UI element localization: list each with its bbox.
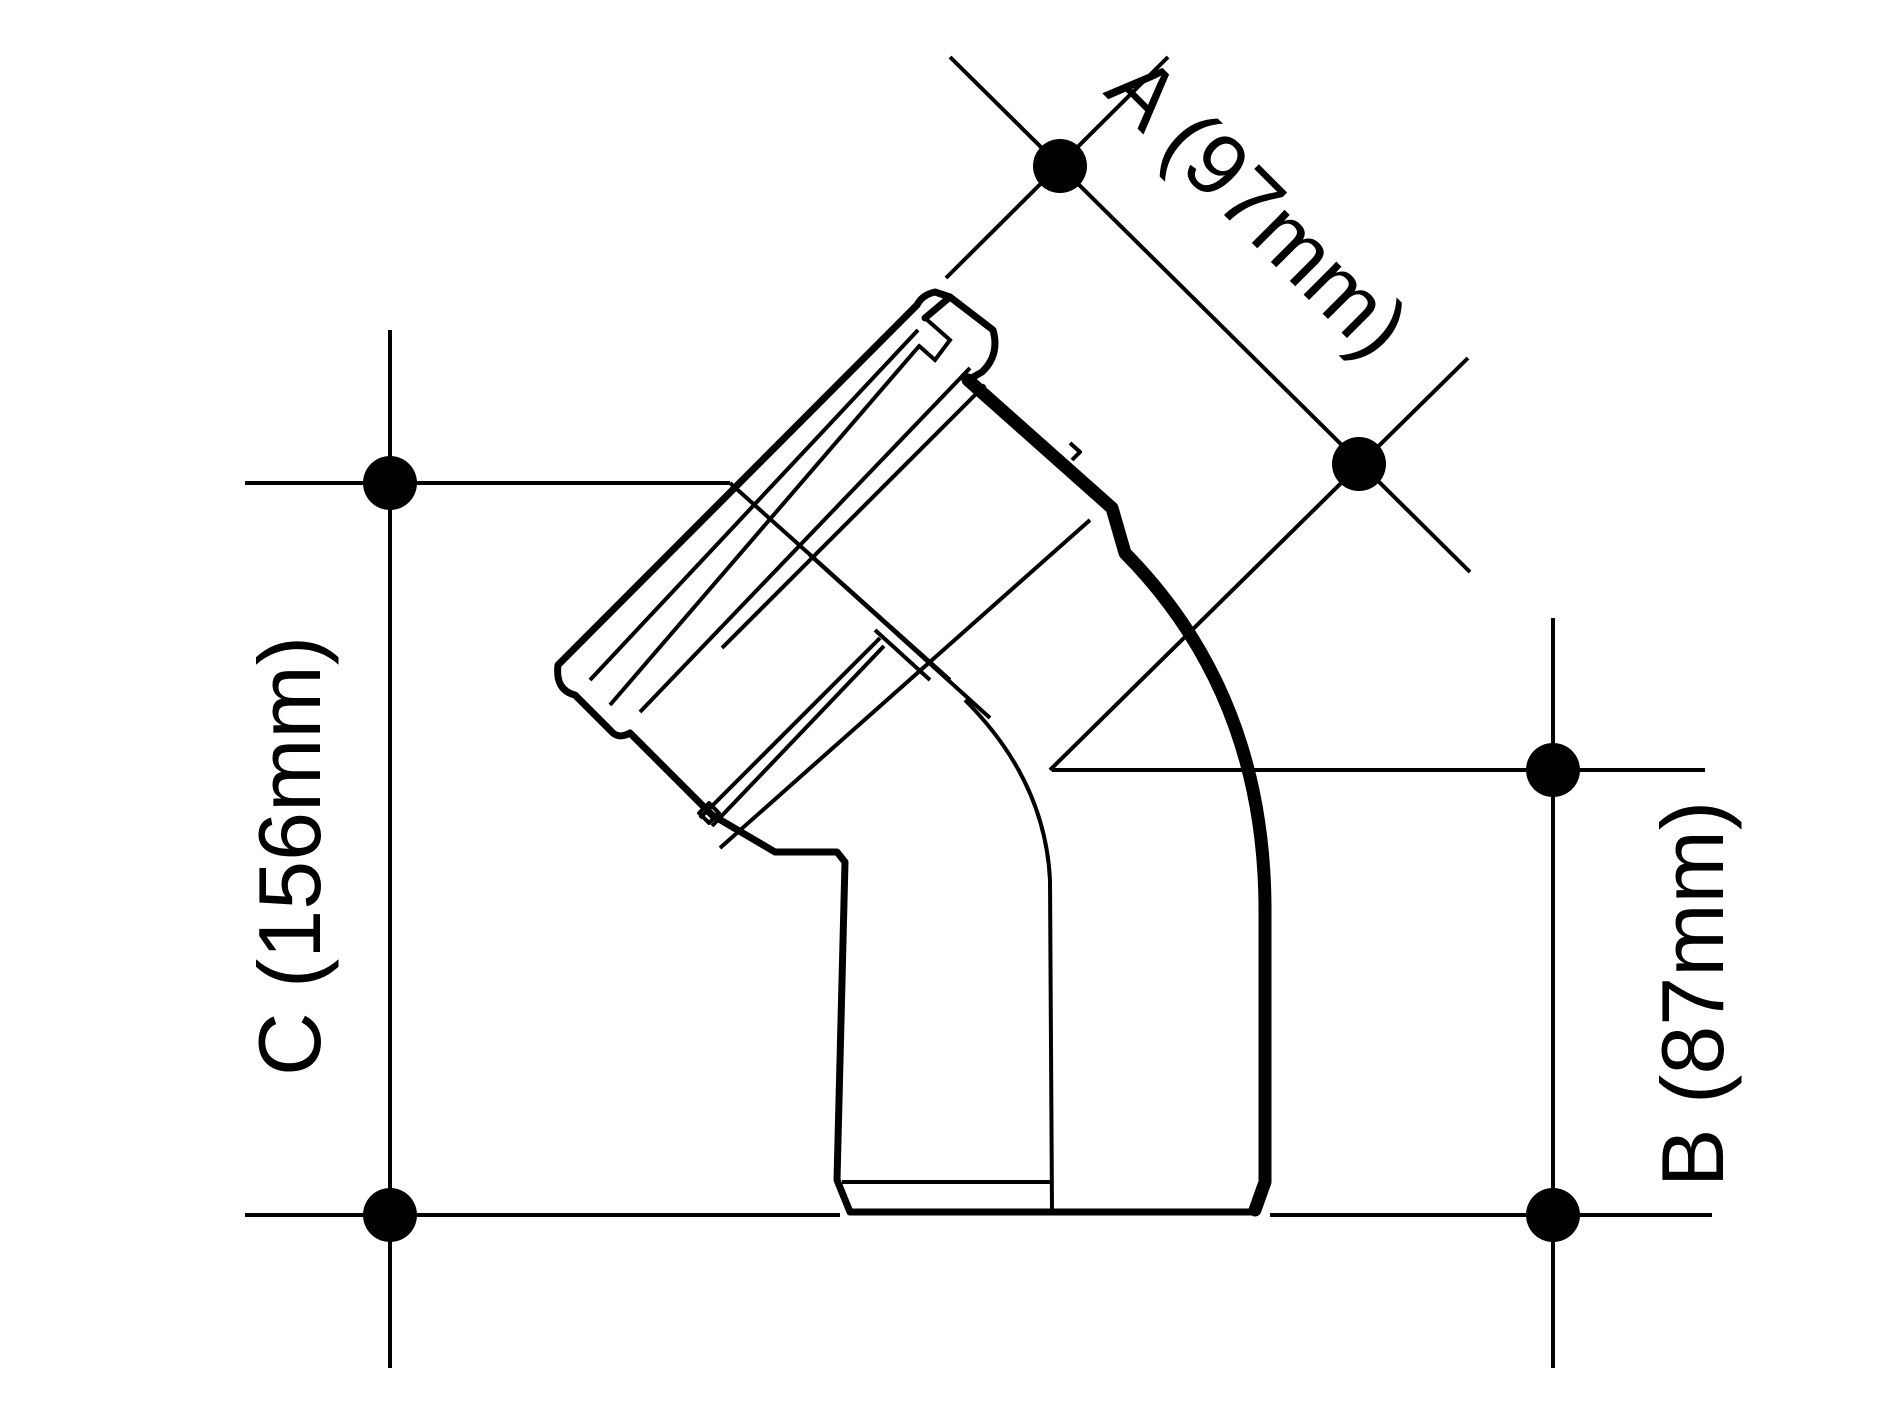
pipe-socket-nub [697,801,721,825]
dimension-b-top-dot [1526,743,1580,797]
transition-line-4 [718,518,1092,850]
transition-line-6 [710,644,886,828]
dimension-b-label: B (87mm) [1643,801,1742,1187]
pipe-inner-curve [963,698,1054,1213]
dimension-c-bottom-dot [363,1188,417,1242]
pipe-outer-ridge [1068,441,1082,462]
dimension-b-bottom-dot [1526,1188,1580,1242]
socket-line-4 [720,383,987,650]
dimension-a-label: A (97mm) [1089,37,1429,377]
dimension-a-top-dot [1033,139,1087,193]
pipe-outer-contour [554,288,1259,1216]
dimension-c-label: C (156mm) [240,636,339,1076]
transition-line-2 [808,553,992,720]
dimension-c: C (156mm) [240,330,840,1368]
socket-line-3 [638,366,972,714]
pipe-socket-cap [921,293,999,384]
pipe-bend-drawing [554,288,1272,1217]
socket-hook-detail [916,316,953,363]
socket-line-2 [608,343,922,707]
transition-line-5 [698,636,882,820]
dimension-c-top-dot [363,456,417,510]
pipe-outer-wall [961,373,1272,1217]
dimension-a-bottom-dot [1332,437,1386,491]
dimension-b: B (87mm) [1052,618,1742,1368]
dimension-a-lower-extension-line [1048,356,1470,772]
dimension-a-axis-line [948,55,1472,574]
